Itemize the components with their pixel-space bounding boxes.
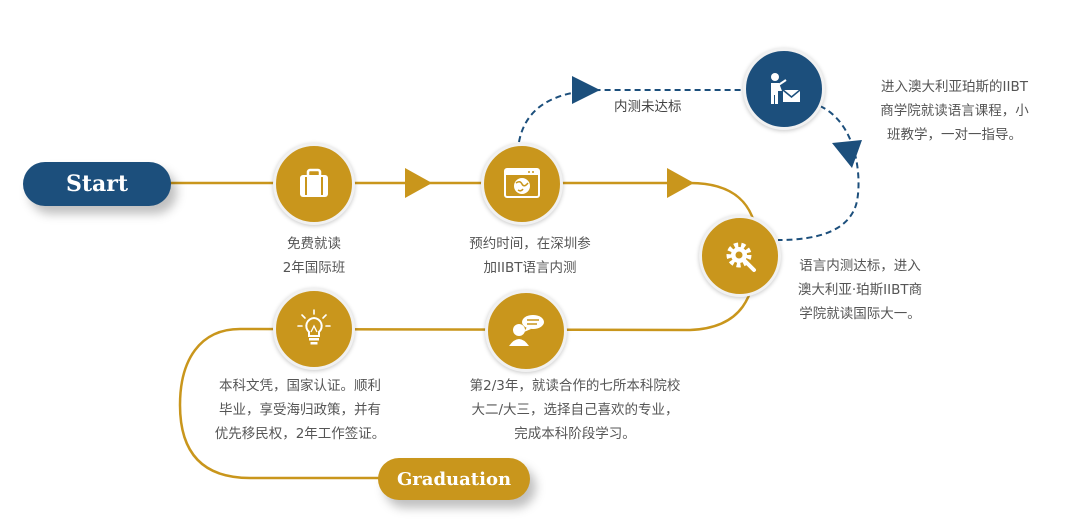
step-node-scholarship xyxy=(273,143,355,225)
main-route-line xyxy=(170,181,759,480)
suitcase-icon xyxy=(300,168,328,197)
step-caption: 免费就读 2年国际班 xyxy=(282,236,346,276)
step-node-language-test xyxy=(481,143,563,225)
start-pill: Start xyxy=(23,162,171,206)
arrow-icon xyxy=(667,168,694,198)
step-node-undergrad xyxy=(485,290,567,372)
lightbulb-icon xyxy=(297,309,331,345)
dashed-route-line xyxy=(518,89,748,143)
gear-wrench-icon xyxy=(726,242,756,272)
person-chat-icon xyxy=(509,315,544,346)
step-caption: 进入澳大利亚珀斯的IIBT 商学院就读语言课程，小 班教学，一对一指导。 xyxy=(880,79,1029,143)
step-node-diploma xyxy=(273,288,355,370)
worker-envelope-icon xyxy=(771,73,801,104)
dashed-route-line-right xyxy=(777,105,860,241)
dashed-path-label: 内测未达标 xyxy=(614,99,682,115)
arrow-icon xyxy=(832,140,862,168)
step-caption: 本科文凭，国家认证。顺利 毕业，享受海归政策，并有 优先移民权，2年工作签证。 xyxy=(214,378,386,442)
step-caption: 第2/3年，就读合作的七所本科院校 大二/大三，选择自己喜欢的专业， 完成本科阶… xyxy=(469,378,681,442)
graduation-pill: Graduation xyxy=(378,458,530,500)
step-node-language-course xyxy=(743,48,825,130)
step-caption: 语言内测达标，进入 澳大利亚·珀斯IIBT商 学院就读国际大一。 xyxy=(797,258,923,322)
arrow-icon xyxy=(572,76,600,104)
arrow-icon xyxy=(405,168,432,198)
step-node-pass-test xyxy=(699,215,781,297)
step-caption: 预约时间，在深圳参 加IIBT语言内测 xyxy=(469,236,591,276)
browser-globe-icon xyxy=(504,168,540,198)
